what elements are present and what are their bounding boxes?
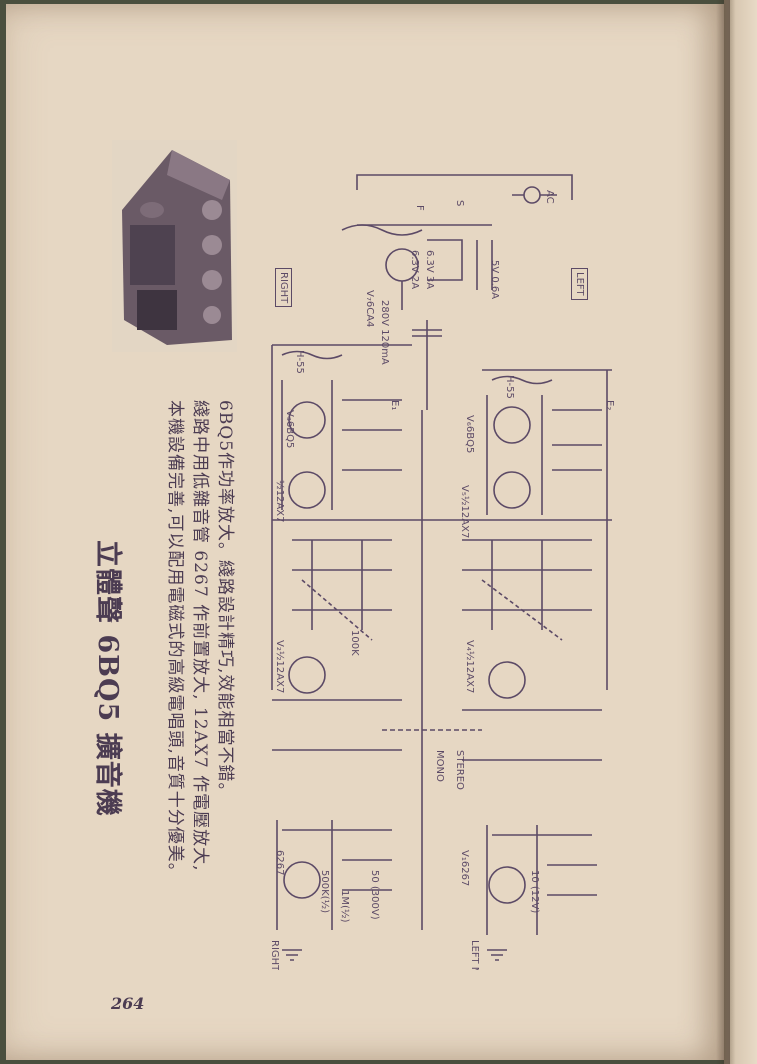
power-label-heater1: 6.3V 2A (409, 250, 420, 289)
transformer-label-r: H-55 (294, 350, 305, 374)
power-label-rect: 5V 0.6A (489, 260, 500, 299)
amplifier-photo (112, 140, 237, 352)
value-10-12v: 10 (12V) (529, 870, 540, 913)
value-50-300v: 50 (300V) (369, 870, 380, 920)
description-line-1: 本機設備完善,可以配用電磁式的高級電唱頭,音質十分優美。 (165, 400, 185, 881)
left-output-stage (482, 369, 612, 690)
description-line-3: 6BQ5作功率放大。綫路設計精巧,效能相當不錯。 (215, 400, 235, 801)
power-label-heater2: 6.3V 3A (424, 250, 435, 289)
value-100k: 100K (349, 630, 360, 656)
description-line-2: 綫路中用低雜音管 6267 作前置放大, 12AX7 作電壓放大, (190, 400, 210, 872)
preamp-section (276, 820, 597, 935)
power-label-hv: 280V 120mA (379, 300, 390, 365)
input-label-right: RIGHT MAG (269, 940, 280, 970)
left-12ax7-tube (488, 661, 526, 699)
power-supply (341, 174, 573, 410)
value-500k: 500K(½) (319, 870, 331, 913)
tube-label-v6: V₆6BQ5 (464, 415, 475, 453)
tube-label-12ax7-r: ½12AX7 (274, 480, 286, 522)
ground-e1: E₁ (389, 400, 400, 410)
ground-e2: E₂ (604, 400, 615, 410)
ac-label: AC (544, 190, 555, 204)
transformer-label-l: H-55 (504, 375, 515, 399)
right-12ax7-tube (288, 656, 326, 694)
amplifier-schematic: V₇6CA4 280V 120mA 6.3V 2A 6.3V 3A 5V 0.6… (262, 170, 622, 998)
right-output-stage (271, 344, 412, 690)
tube-label-v3: V₃6BQ5 (284, 410, 295, 448)
input-label-left: LEFT MAG (469, 940, 480, 970)
tube-label-6267-l: V₁6267 (459, 850, 470, 886)
tube-label-12ax7-l: V₅½12AX7 (459, 485, 471, 538)
tube-label-v4: V₄½12AX7 (464, 640, 476, 693)
tube-label-v7: V₇6CA4 (364, 290, 375, 327)
page-number: 264 (111, 994, 145, 1013)
channel-label-left: LEFT (571, 268, 588, 300)
tone-controls (292, 539, 592, 641)
switch-mono-label: MONO (434, 750, 445, 782)
value-1m: 1M(½) (339, 890, 351, 923)
tube-label-6267-r: 6267 (274, 850, 285, 875)
channel-label-right: RIGHT (275, 268, 292, 308)
switch-stereo-label: STEREO (454, 750, 465, 790)
article-title: 立體聲 6BQ5 擴音機 (92, 540, 123, 817)
tube-label-v2: V₂½12AX7 (274, 640, 286, 693)
switch-label: S (454, 200, 465, 206)
spine-shadow (716, 0, 730, 1064)
fuse-label: F (414, 205, 425, 211)
